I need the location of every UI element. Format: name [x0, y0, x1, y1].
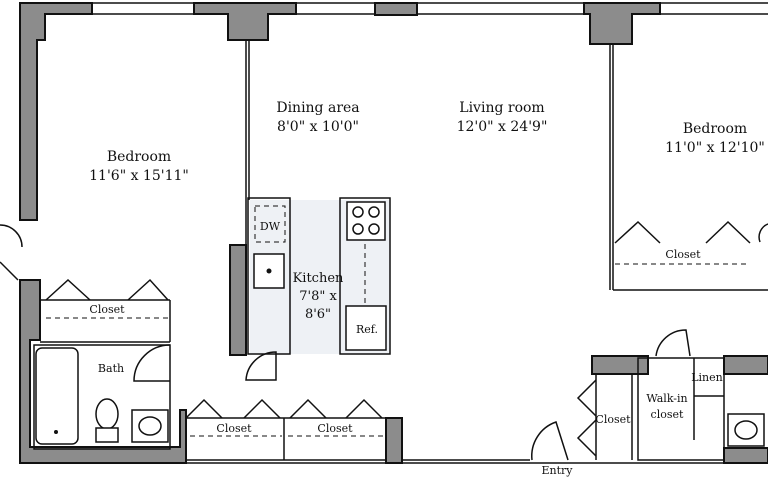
bath-vanity	[131, 409, 169, 443]
bedroom-left-name: Bedroom	[107, 149, 171, 165]
door-walkin	[655, 329, 691, 357]
bedroom-right-size: 11'0" x 12'10"	[665, 140, 765, 156]
dishwasher-outline	[254, 205, 286, 243]
toilet-tank	[95, 427, 119, 443]
walkin-closet-outline	[637, 357, 725, 461]
kitchen-size-line1: 7'8" x	[299, 289, 337, 304]
door-swing-left-top	[0, 224, 23, 248]
kitchen: DW Ref. Kitchen 7'8" x 8'6"	[247, 197, 391, 355]
bedroom-left-size: 11'6" x 15'11"	[89, 168, 189, 184]
closets: Closet Closet Closet Closet Closet Walk-…	[45, 220, 751, 461]
kitchen-counter-left	[247, 197, 291, 355]
closet-label-bedroom-right: Closet	[665, 248, 701, 261]
bathtub	[35, 347, 79, 445]
bath-outline	[33, 344, 171, 450]
doors	[0, 223, 768, 461]
tub-drain-icon	[54, 430, 58, 434]
interior-walls	[40, 40, 768, 343]
kitchen-sink	[253, 253, 285, 289]
column-top-right	[583, 2, 661, 45]
column-top-mid	[374, 2, 418, 16]
bath-vanity-right	[727, 413, 765, 447]
dining-size: 8'0" x 10'0"	[277, 119, 359, 135]
door-right-bedroom	[758, 223, 768, 243]
burner-icon	[368, 223, 380, 235]
door-kitchen-hall	[245, 351, 277, 381]
door-left	[0, 261, 19, 281]
column-top-center	[193, 2, 297, 41]
closet-label-hall-1: Closet	[216, 422, 252, 435]
kitchen-counter-right	[339, 197, 391, 355]
closet-label-bedroom-left: Closet	[89, 303, 125, 316]
kitchen-name: Kitchen	[293, 271, 344, 286]
living-size: 12'0" x 24'9"	[457, 119, 548, 135]
entry-door	[531, 421, 569, 461]
closet-label-entry: Closet	[595, 413, 631, 426]
walls	[19, 2, 768, 464]
bath: Bath	[33, 344, 171, 450]
closet-label-hall-2: Closet	[317, 422, 353, 435]
column-right	[723, 355, 768, 375]
column-entry	[591, 355, 649, 375]
burner-icon	[352, 206, 364, 218]
wall-bottom-left	[19, 279, 187, 464]
burner-icon	[368, 206, 380, 218]
walkin-label-line2: closet	[651, 408, 684, 421]
wall-bottom-right	[723, 447, 768, 464]
burner-icon	[352, 223, 364, 235]
bath-label: Bath	[98, 362, 124, 375]
walkin-label-line1: Walk-in	[646, 392, 687, 405]
kitchen-partition	[229, 244, 247, 356]
column-top-left	[19, 2, 93, 221]
bath-sink-icon-right	[734, 420, 758, 440]
bedroom-right-name: Bedroom	[683, 121, 747, 137]
room-labels: Bedroom 11'6" x 15'11" Dining area 8'0" …	[89, 100, 765, 477]
living-name: Living room	[459, 100, 544, 116]
toilet	[95, 398, 119, 430]
sink-drain-icon	[266, 268, 272, 274]
dining-name: Dining area	[276, 100, 359, 116]
refrigerator-label: Ref.	[356, 323, 378, 336]
kitchen-size-line2: 8'6"	[305, 307, 331, 322]
bath-door	[133, 344, 171, 382]
column-bottom-center	[385, 417, 403, 464]
linen-label: Linen	[691, 371, 723, 384]
bath-sink-icon	[138, 416, 162, 436]
entry-label: Entry	[541, 464, 573, 477]
refrigerator	[345, 305, 387, 351]
dishwasher-label: DW	[260, 220, 281, 233]
stove	[346, 201, 386, 241]
